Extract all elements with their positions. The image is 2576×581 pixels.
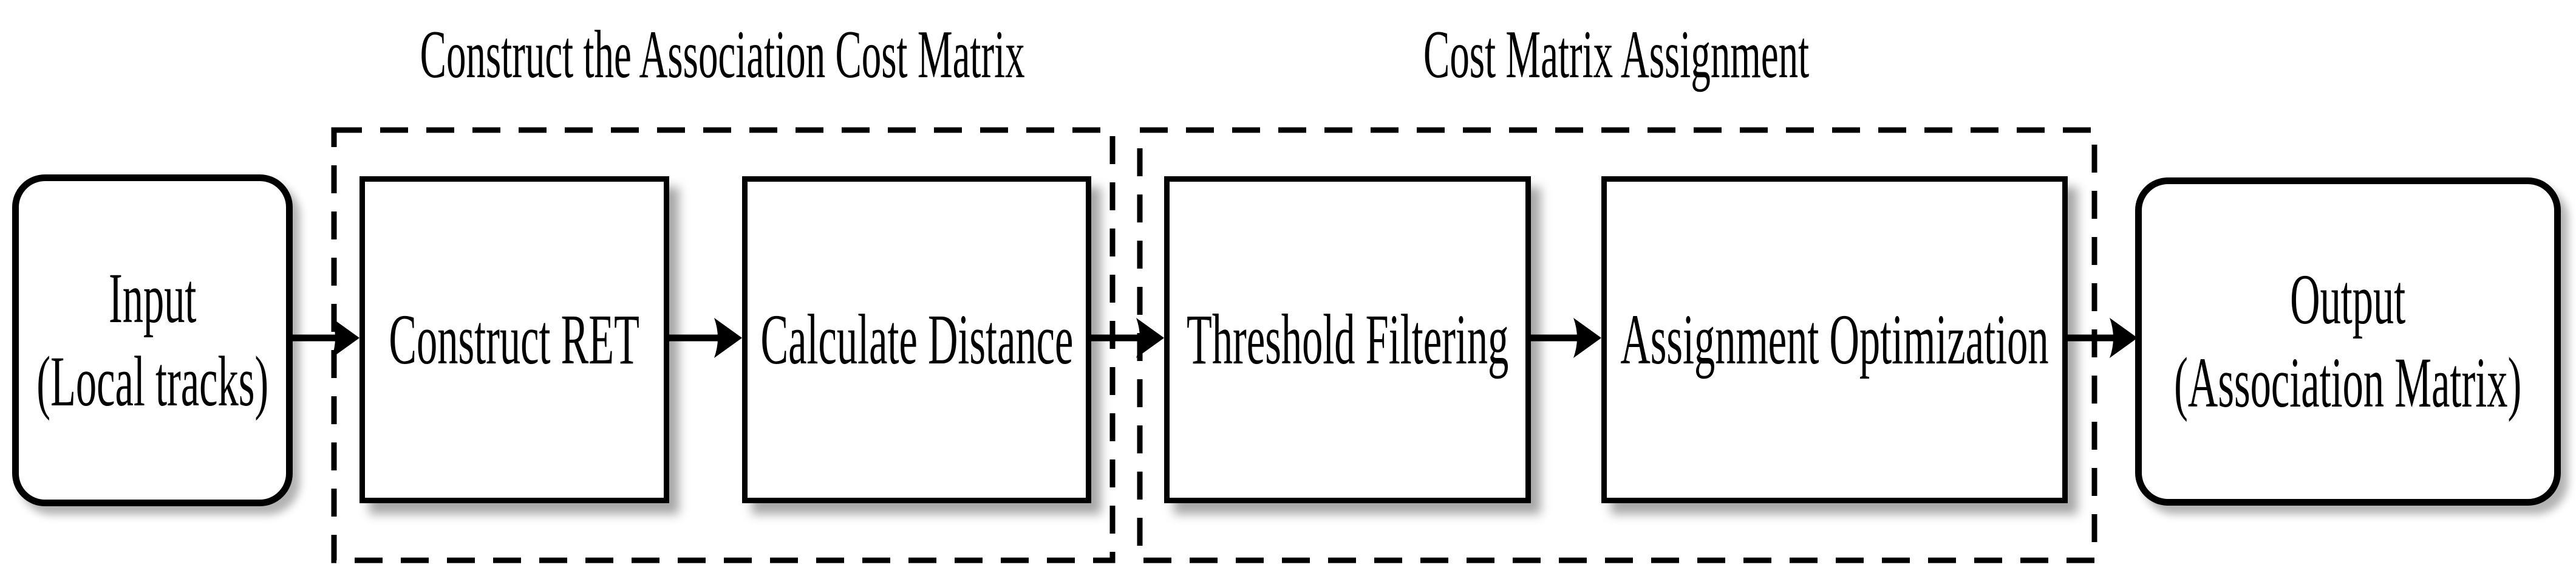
- arrowhead-icon: [332, 318, 359, 358]
- node-input-line2: (Local tracks): [36, 342, 268, 421]
- arrow-threshold-filtering-to-assignment-optimization: [1531, 318, 1601, 358]
- group-title-text: Cost Matrix Assignment: [1423, 17, 1810, 92]
- node-assignment-optimization-label: Assignment Optimization: [1620, 299, 2049, 379]
- arrowhead-icon: [714, 318, 742, 358]
- arrow-construct-ret-to-calculate-distance: [669, 318, 742, 358]
- dashed-group-border-construct-cost-matrix: [331, 127, 1116, 563]
- node-output-label: Output (Association Matrix): [2174, 258, 2521, 425]
- arrowhead-icon: [1136, 318, 1164, 358]
- arrowhead-icon: [1573, 318, 1601, 358]
- node-construct-ret-label: Construct RET: [389, 299, 640, 379]
- group-title-cost-matrix-assignment: Cost Matrix Assignment: [1137, 0, 2096, 109]
- node-output-line2: (Association Matrix): [2174, 343, 2522, 422]
- group-title-construct-association-cost-matrix: Construct the Association Cost Matrix: [332, 0, 1113, 109]
- node-output-line1: Output: [2290, 260, 2406, 340]
- node-calculate-distance-label: Calculate Distance: [760, 299, 1073, 379]
- node-input: Input (Local tracks): [12, 174, 293, 506]
- node-input-line1: Input: [108, 258, 197, 339]
- arrow-assignment-optimization-to-output: [2068, 318, 2138, 358]
- group-title-text: Construct the Association Cost Matrix: [420, 17, 1025, 92]
- arrowhead-icon: [2110, 318, 2138, 358]
- node-construct-ret: Construct RET: [359, 176, 669, 503]
- arrow-input-to-construct-ret: [290, 318, 359, 358]
- node-threshold-filtering-label: Threshold Filtering: [1186, 299, 1509, 379]
- node-output: Output (Association Matrix): [2135, 177, 2561, 506]
- node-threshold-filtering: Threshold Filtering: [1164, 176, 1531, 503]
- node-calculate-distance: Calculate Distance: [742, 176, 1091, 503]
- node-assignment-optimization: Assignment Optimization: [1601, 176, 2068, 503]
- arrow-calculate-distance-to-threshold-filtering: [1091, 318, 1164, 358]
- node-input-label: Input (Local tracks): [36, 257, 268, 424]
